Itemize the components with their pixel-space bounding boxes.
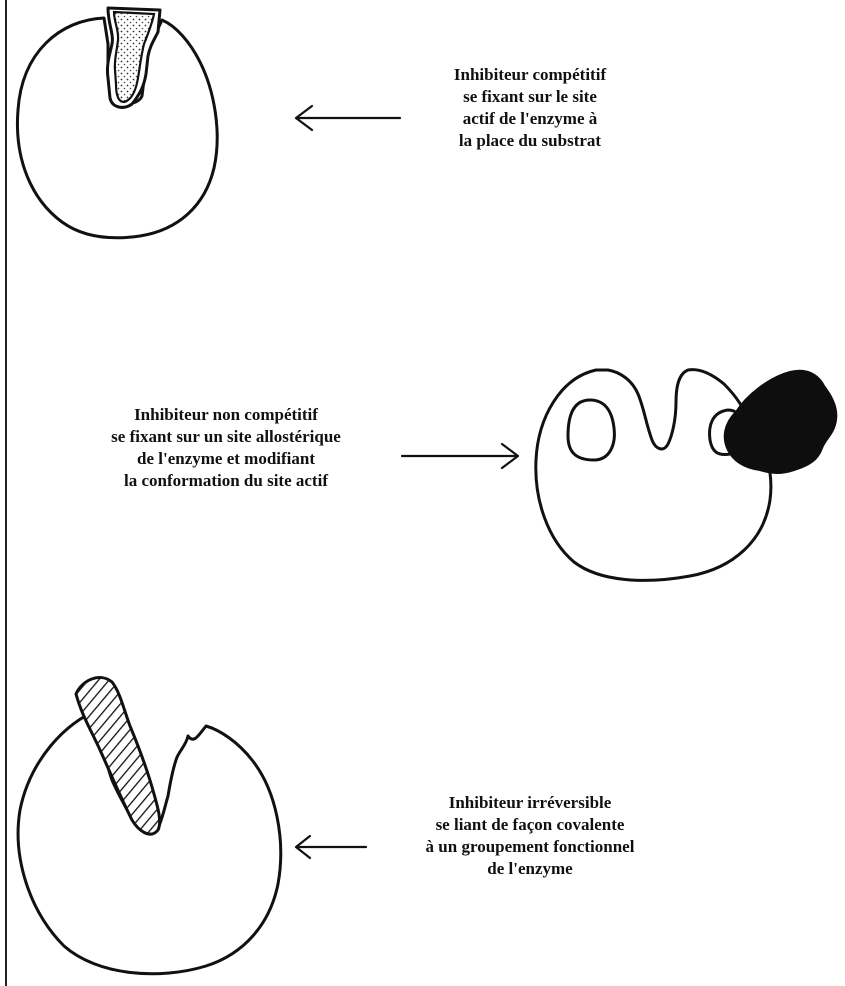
caption-line: se liant de façon covalente <box>380 814 680 836</box>
arrow-3 <box>296 836 366 858</box>
caption-line: de l'enzyme <box>380 858 680 880</box>
caption-line: se fixant sur un site allostérique <box>66 426 386 448</box>
caption-line: à un groupement fonctionnel <box>380 836 680 858</box>
caption-line: actif de l'enzyme à <box>400 108 660 130</box>
arrow-2 <box>402 444 518 468</box>
caption-line: se fixant sur le site <box>400 86 660 108</box>
caption-line: Inhibiteur compétitif <box>400 64 660 86</box>
noncompetitive-enzyme-figure <box>402 370 836 581</box>
caption-line: la place du substrat <box>400 130 660 152</box>
enzyme-body-2 <box>536 370 771 581</box>
caption-line: Inhibiteur irréversible <box>380 792 680 814</box>
caption-line: la conformation du site actif <box>66 470 386 492</box>
enzyme-body-3 <box>18 710 281 974</box>
noncompetitive-inhibitor <box>725 371 837 473</box>
caption-line: Inhibiteur non compétitif <box>66 404 386 426</box>
arrow-1 <box>296 106 400 130</box>
site-left-ellipse <box>568 400 614 460</box>
caption-noncompetitive: Inhibiteur non compétitif se fixant sur … <box>66 404 386 492</box>
caption-line: de l'enzyme et modifiant <box>66 448 386 470</box>
irreversible-enzyme-figure <box>18 678 366 974</box>
caption-competitive: Inhibiteur compétitif se fixant sur le s… <box>400 64 660 152</box>
competitive-enzyme-figure <box>17 8 400 238</box>
caption-irreversible: Inhibiteur irréversible se liant de faço… <box>380 792 680 880</box>
